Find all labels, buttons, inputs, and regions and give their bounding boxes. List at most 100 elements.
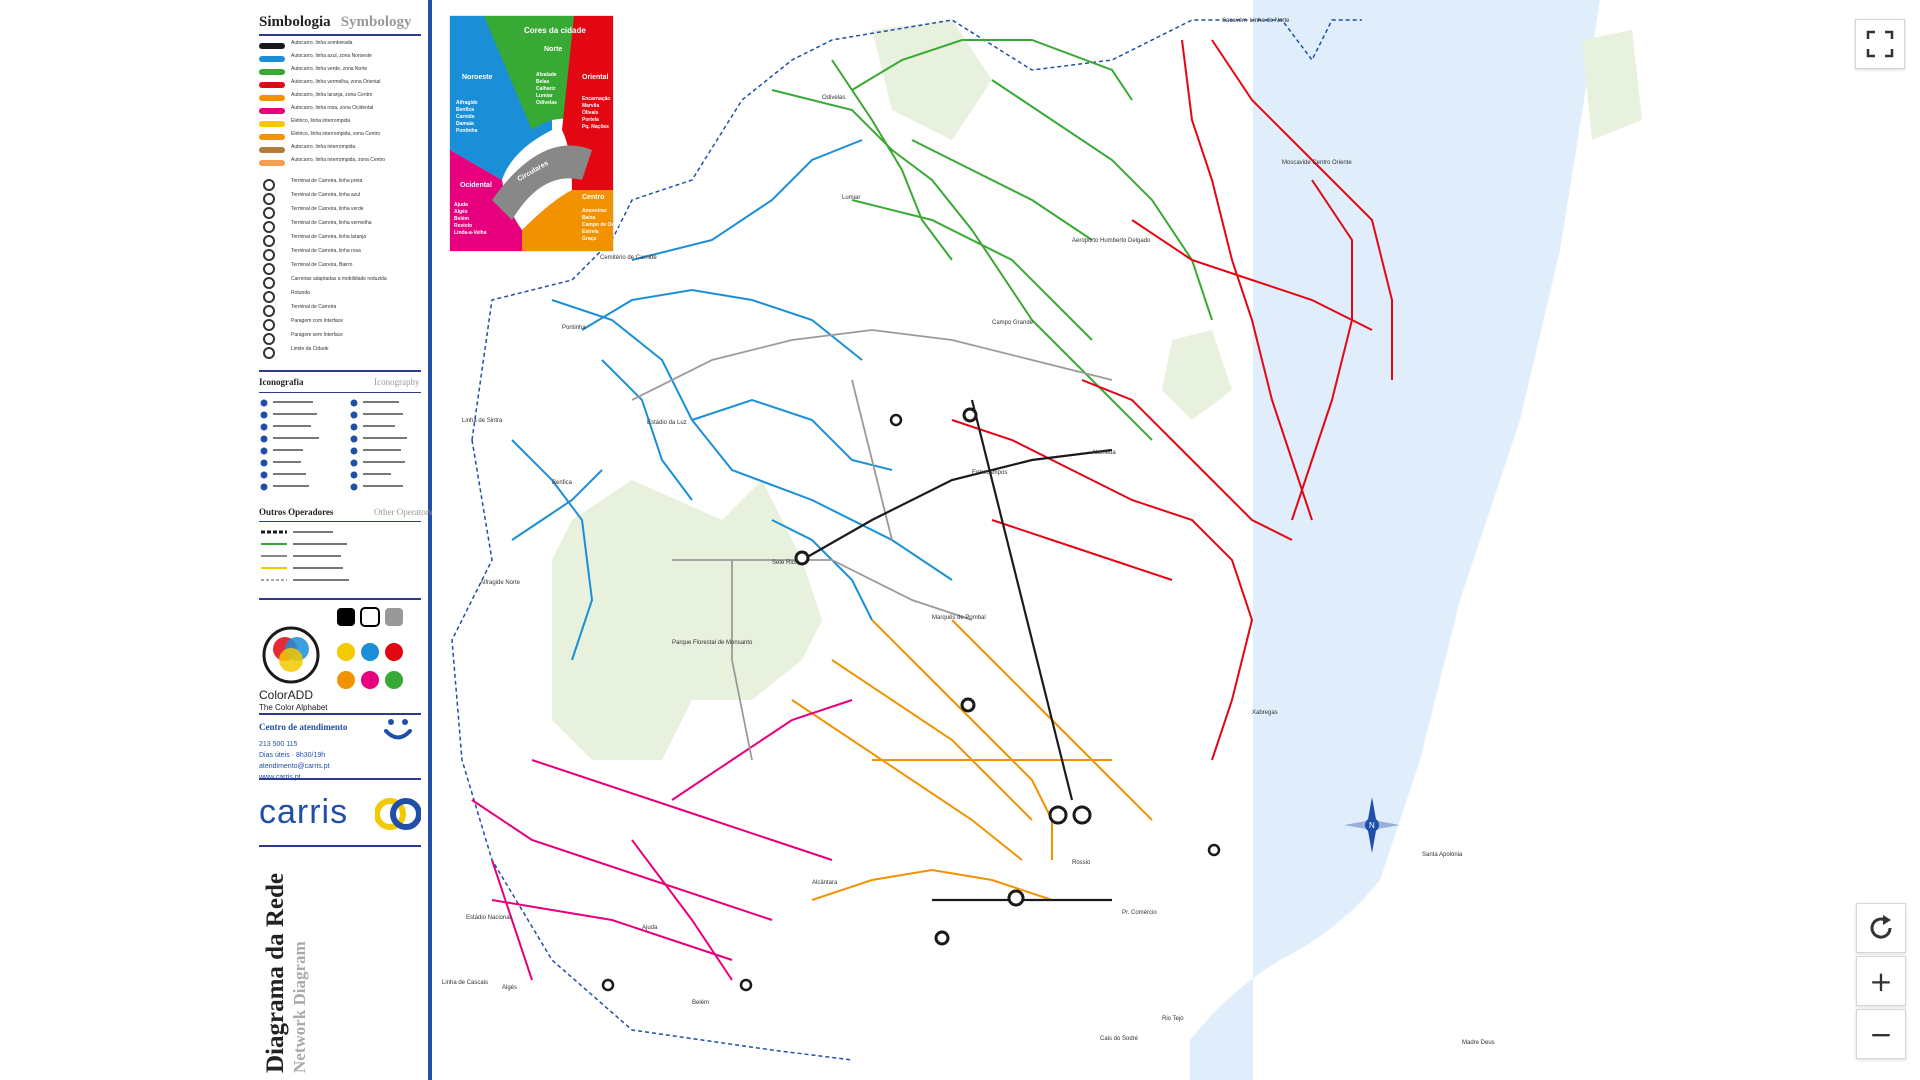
- place-label: Belém: [692, 1000, 710, 1006]
- contact-title: Centro de atendimento: [259, 722, 348, 732]
- compass-icon: N: [1344, 797, 1400, 853]
- red-lines: [951, 39, 1393, 761]
- smiley-icon: [384, 719, 412, 740]
- place-label: Cais do Sodré: [1100, 1036, 1139, 1042]
- legend-rule: [259, 845, 421, 847]
- zone-place: Alvalade: [536, 72, 557, 78]
- line-swatch: [259, 121, 285, 127]
- place-label: Moscavide Centro: [1282, 160, 1331, 166]
- zone-place: Damaia: [456, 121, 474, 127]
- place-label: Linha de Cascais: [442, 980, 489, 986]
- contact-web: www.carris.pt: [259, 774, 301, 781]
- zone-place: Pq. Nações: [582, 124, 609, 130]
- green-area: [872, 20, 992, 140]
- place-label: Campo Grande: [992, 320, 1034, 326]
- terminal-icon: [263, 249, 275, 261]
- terminal-type-label: Terminal de Carreira, linha vermelha: [291, 220, 372, 226]
- terminal-type-label: Terminal de Carreira, linha laranja: [291, 234, 367, 240]
- zone-place: Graça: [582, 236, 597, 242]
- terminal-type-label: Limite da Cidade: [291, 346, 329, 352]
- zone-name: Noroeste: [462, 74, 493, 81]
- zone-place: Lumiar: [536, 93, 553, 99]
- legend-terminal-type: Terminal de Carreira: [259, 304, 421, 317]
- line-type-label: Autocarro, linha verde, zona Norte: [291, 66, 368, 72]
- legend-terminal-type: Paragem sem Interface: [259, 332, 421, 345]
- terminal-type-label: Rotunda: [291, 290, 310, 296]
- terminal-icon: [263, 347, 275, 359]
- terminal-icon: [263, 277, 275, 289]
- zone-place: Baixa: [582, 215, 596, 221]
- place-label: Marquês de Pombal: [932, 615, 986, 621]
- legend-line-type: Autocarro, linha laranja, zona Centro: [259, 92, 421, 104]
- zone-name: Norte: [544, 46, 563, 53]
- reset-view-button[interactable]: [1856, 903, 1906, 953]
- terminal-type-label: Paragem com Interface: [291, 318, 343, 324]
- diagram-title-pt: Diagrama da Rede: [262, 873, 289, 1073]
- zone-place: Marvila: [582, 103, 600, 109]
- line-swatch: [259, 69, 285, 75]
- terminal-nodes[interactable]: [601, 407, 1221, 992]
- place-label: Pontinha: [562, 325, 586, 331]
- place-label: Odivelas: [822, 95, 846, 101]
- place-label: Ajuda: [642, 925, 658, 931]
- terminal-type-label: Terminal de Carreira, linha preta: [291, 178, 363, 184]
- iconography-label: Iconografia: [259, 377, 304, 387]
- zoom-out-button[interactable]: −: [1856, 1009, 1906, 1059]
- contact-phone: 213 500 115: [259, 741, 298, 748]
- black-lines: [801, 399, 1113, 902]
- fullscreen-icon: [1866, 30, 1894, 58]
- place-label: Alameda: [1092, 450, 1116, 456]
- terminal-type-label: Terminal de Carreira: [291, 304, 337, 310]
- line-type-label: Autocarro, linha interrompida, zona Cent…: [291, 157, 386, 163]
- terminal-type-label: Carreiras adaptadas a mobilidade reduzid…: [291, 276, 387, 282]
- zone-name: Oriental: [582, 74, 609, 81]
- line-type-label: Autocarro, linha interrompida: [291, 144, 356, 150]
- place-label: Sacavém: [1222, 18, 1248, 24]
- legend-line-type: Elétrico, linha interrompida, zona Centr…: [259, 131, 421, 143]
- svg-text:N: N: [1369, 821, 1375, 830]
- zoom-in-button[interactable]: +: [1856, 956, 1906, 1006]
- fullscreen-button[interactable]: [1855, 19, 1905, 69]
- terminal-icon: [263, 221, 275, 233]
- legend-line-type: Autocarro, linha verde, zona Norte: [259, 66, 421, 78]
- line-swatch: [259, 95, 285, 101]
- place-label: Madre Deus: [1462, 1040, 1495, 1046]
- legend-line-type: Autocarro, linha vermelha, zona Oriental: [259, 79, 421, 91]
- carris-logo-mark: [375, 798, 421, 830]
- place-label: Parque Florestal de Monsanto: [672, 640, 753, 646]
- terminal-icon: [263, 291, 275, 303]
- terminal-type-label: Paragem sem Interface: [291, 332, 343, 338]
- legend-rule: [259, 778, 421, 780]
- coloradd-swatches: [337, 607, 403, 689]
- plus-icon: +: [1869, 964, 1893, 998]
- terminal-icon: [263, 207, 275, 219]
- blue-lines: [511, 139, 953, 661]
- legend-line-type: Elétrico, linha interrompida: [259, 118, 421, 130]
- line-type-label: Autocarro, linha laranja, zona Centro: [291, 92, 373, 98]
- zone-place: Alfragide: [456, 100, 478, 106]
- place-label: Lumiar: [842, 195, 861, 201]
- legend-terminal-type: Terminal de Carreira, linha verde: [259, 206, 421, 219]
- legend-terminal-type: Terminal de Carreira, linha rosa: [259, 248, 421, 261]
- line-type-label: Autocarro, linha vermelha, zona Oriental: [291, 79, 381, 85]
- map-canvas[interactable]: N: [432, 0, 1685, 1080]
- legend-rule: [259, 34, 421, 36]
- green-lines: [771, 39, 1213, 441]
- legend-terminal-type: Rotunda: [259, 290, 421, 303]
- terminal-icon: [263, 319, 275, 331]
- legend-rule: [259, 521, 421, 522]
- line-swatch: [259, 160, 285, 166]
- zone-place: Olivais: [582, 110, 599, 116]
- place-label: Aeroporto Humberto Delgado: [1072, 238, 1151, 244]
- iconography-icons: [260, 399, 407, 491]
- line-swatch: [259, 108, 285, 114]
- place-label: Entrecampos: [972, 470, 1008, 476]
- coloradd-title: ColorADD: [259, 688, 314, 702]
- legend-terminal-type: Limite da Cidade: [259, 346, 421, 359]
- network-map[interactable]: N Cores da cidade Noroeste Norte Orienta…: [432, 0, 1685, 1080]
- line-swatch: [259, 147, 285, 153]
- legend-terminal-type: Carreiras adaptadas a mobilidade reduzid…: [259, 276, 421, 289]
- place-label: Oriente: [1332, 160, 1352, 166]
- line-swatch: [259, 56, 285, 62]
